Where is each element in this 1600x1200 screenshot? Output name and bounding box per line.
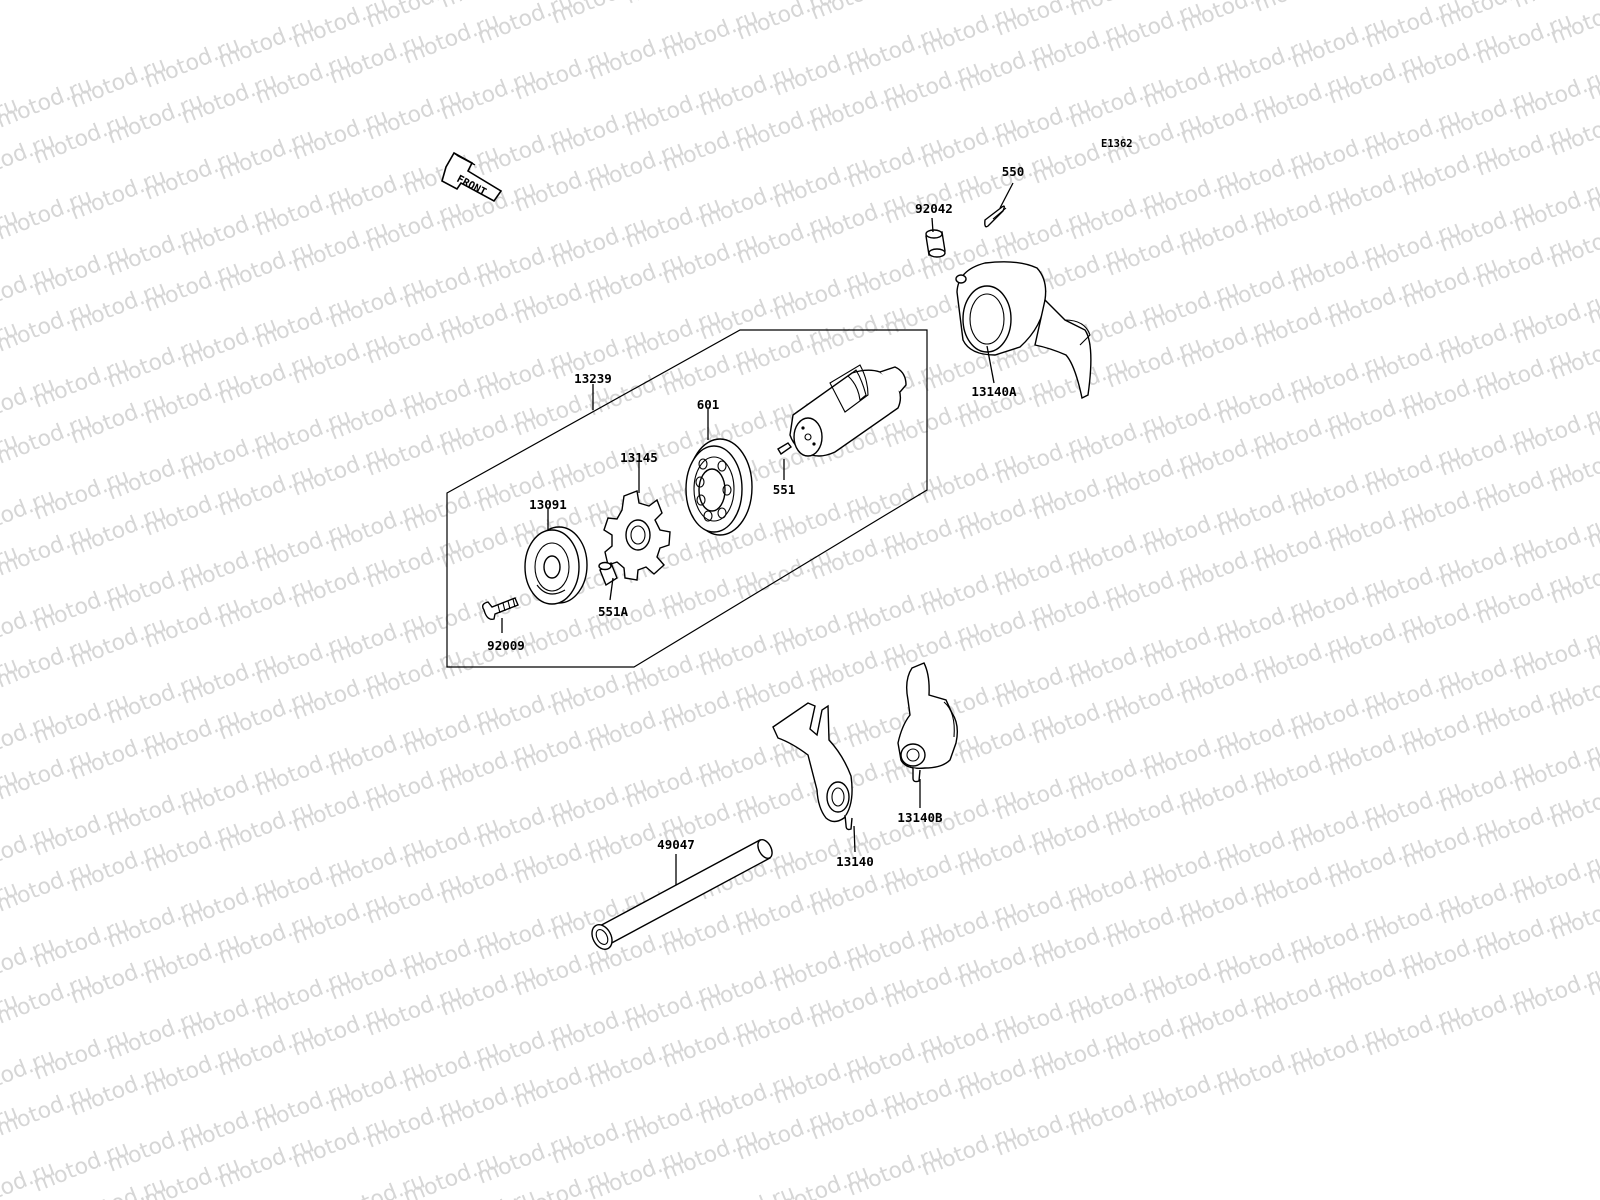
part-13140 bbox=[772, 702, 853, 831]
subassembly-enclosure bbox=[446, 329, 928, 668]
diagram-code: E1362 bbox=[1101, 138, 1133, 150]
label-92009: 92009 bbox=[487, 638, 525, 653]
label-551: 551 bbox=[773, 482, 796, 497]
label-13140A: 13140A bbox=[971, 384, 1017, 399]
part-601 bbox=[685, 438, 753, 536]
part-13140B bbox=[897, 662, 959, 783]
shift-drum bbox=[789, 364, 907, 457]
label-13239: 13239 bbox=[574, 371, 612, 386]
part-13145 bbox=[603, 490, 671, 581]
part-551 bbox=[777, 442, 792, 456]
leader-lines bbox=[501, 182, 1014, 885]
label-13140B: 13140B bbox=[897, 810, 943, 825]
part-49047 bbox=[591, 839, 773, 950]
part-550 bbox=[984, 205, 1007, 228]
label-601: 601 bbox=[697, 397, 720, 412]
label-92042: 92042 bbox=[915, 201, 953, 216]
label-550: 550 bbox=[1002, 164, 1025, 179]
part-551A bbox=[598, 561, 618, 587]
label-49047: 49047 bbox=[657, 837, 695, 852]
label-551A: 551A bbox=[598, 604, 629, 619]
front-arrow-icon: FRONT bbox=[441, 151, 503, 203]
part-92042 bbox=[925, 229, 946, 258]
part-13091 bbox=[524, 526, 588, 605]
label-13145: 13145 bbox=[620, 450, 658, 465]
part-labels: 550 92042 13140A 13239 601 13145 551 130… bbox=[487, 164, 1024, 869]
label-13091: 13091 bbox=[529, 497, 567, 512]
part-92009 bbox=[481, 597, 519, 620]
label-13140: 13140 bbox=[836, 854, 874, 869]
part-13140A bbox=[955, 261, 1092, 400]
